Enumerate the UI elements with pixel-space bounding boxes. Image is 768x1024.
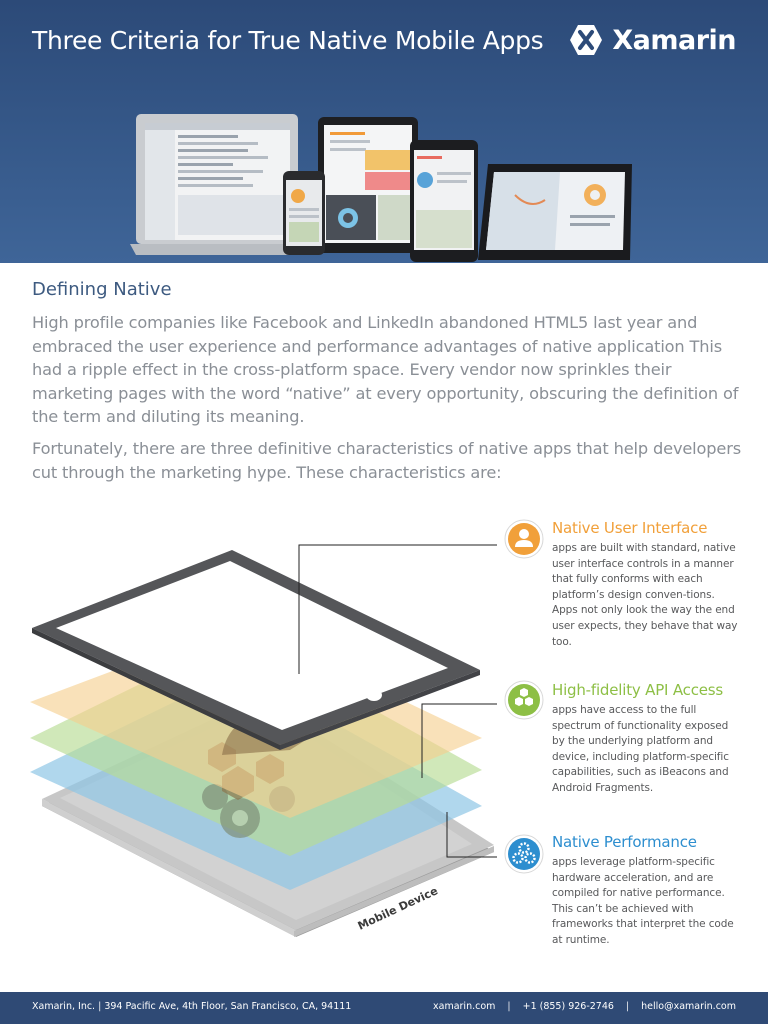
page-title: Three Criteria for True Native Mobile Ap… xyxy=(32,26,544,55)
feature-native-ui: Native User Interface apps are built wit… xyxy=(552,519,742,650)
footer-phone[interactable]: +1 (855) 926-2746 xyxy=(522,1001,614,1012)
android-tablet-image xyxy=(410,140,478,262)
native-layers-diagram: Mobile Device xyxy=(30,544,497,937)
hexagons-icon xyxy=(504,680,544,720)
footer-company: Xamarin, Inc. xyxy=(32,1001,96,1012)
tablet-frame xyxy=(32,550,480,750)
intro-paragraph-2: Fortunately, there are three definitive … xyxy=(32,439,742,482)
brand-logo[interactable]: Xamarin xyxy=(568,22,736,58)
footer-separator: | xyxy=(625,1001,630,1012)
devices-illustration xyxy=(130,114,632,262)
footer-separator: | xyxy=(507,1001,511,1012)
feature-api-access: High-fidelity API Access apps have acces… xyxy=(552,681,742,797)
gears-icon xyxy=(504,834,544,874)
intro-paragraph-1: High profile companies like Facebook and… xyxy=(32,313,739,426)
xamarin-hexagon-icon xyxy=(570,25,603,55)
connector-ui xyxy=(298,544,497,674)
footer-separator: | xyxy=(98,1001,102,1012)
footer-address: 394 Pacific Ave, 4th Floor, San Francisc… xyxy=(104,1001,352,1012)
connector-api xyxy=(421,703,497,778)
section-heading: Defining Native xyxy=(32,279,172,300)
phone-image xyxy=(283,171,325,255)
footer-website-link[interactable]: xamarin.com xyxy=(433,1001,496,1012)
gears-graphic xyxy=(202,784,295,838)
header-banner: Three Criteria for True Native Mobile Ap… xyxy=(0,0,768,263)
feature-description: apps have access to the full spectrum of… xyxy=(552,704,729,794)
footer-contact-block: xamarin.com | +1 (855) 926-2746 | hello@… xyxy=(433,1001,736,1012)
feature-title: Native User Interface xyxy=(552,519,708,537)
feature-description: apps are built with standard, native use… xyxy=(552,542,738,648)
footer-email-link[interactable]: hello@xamarin.com xyxy=(641,1001,736,1012)
feature-description: apps leverage platform-specific hardware… xyxy=(552,856,734,946)
user-icon xyxy=(504,519,544,559)
brand-name: Xamarin xyxy=(612,24,736,56)
feature-title: High-fidelity API Access xyxy=(552,681,723,699)
windows-tablet-image xyxy=(478,164,632,260)
feature-title: Native Performance xyxy=(552,833,697,851)
footer-address-block: Xamarin, Inc. | 394 Pacific Ave, 4th Flo… xyxy=(32,1001,351,1012)
connector-performance xyxy=(446,812,497,858)
footer: Xamarin, Inc. | 394 Pacific Ave, 4th Flo… xyxy=(0,992,768,1024)
laptop-image xyxy=(130,114,304,255)
feature-native-performance: Native Performance apps leverage platfor… xyxy=(552,833,742,949)
tablet-image xyxy=(318,117,418,253)
